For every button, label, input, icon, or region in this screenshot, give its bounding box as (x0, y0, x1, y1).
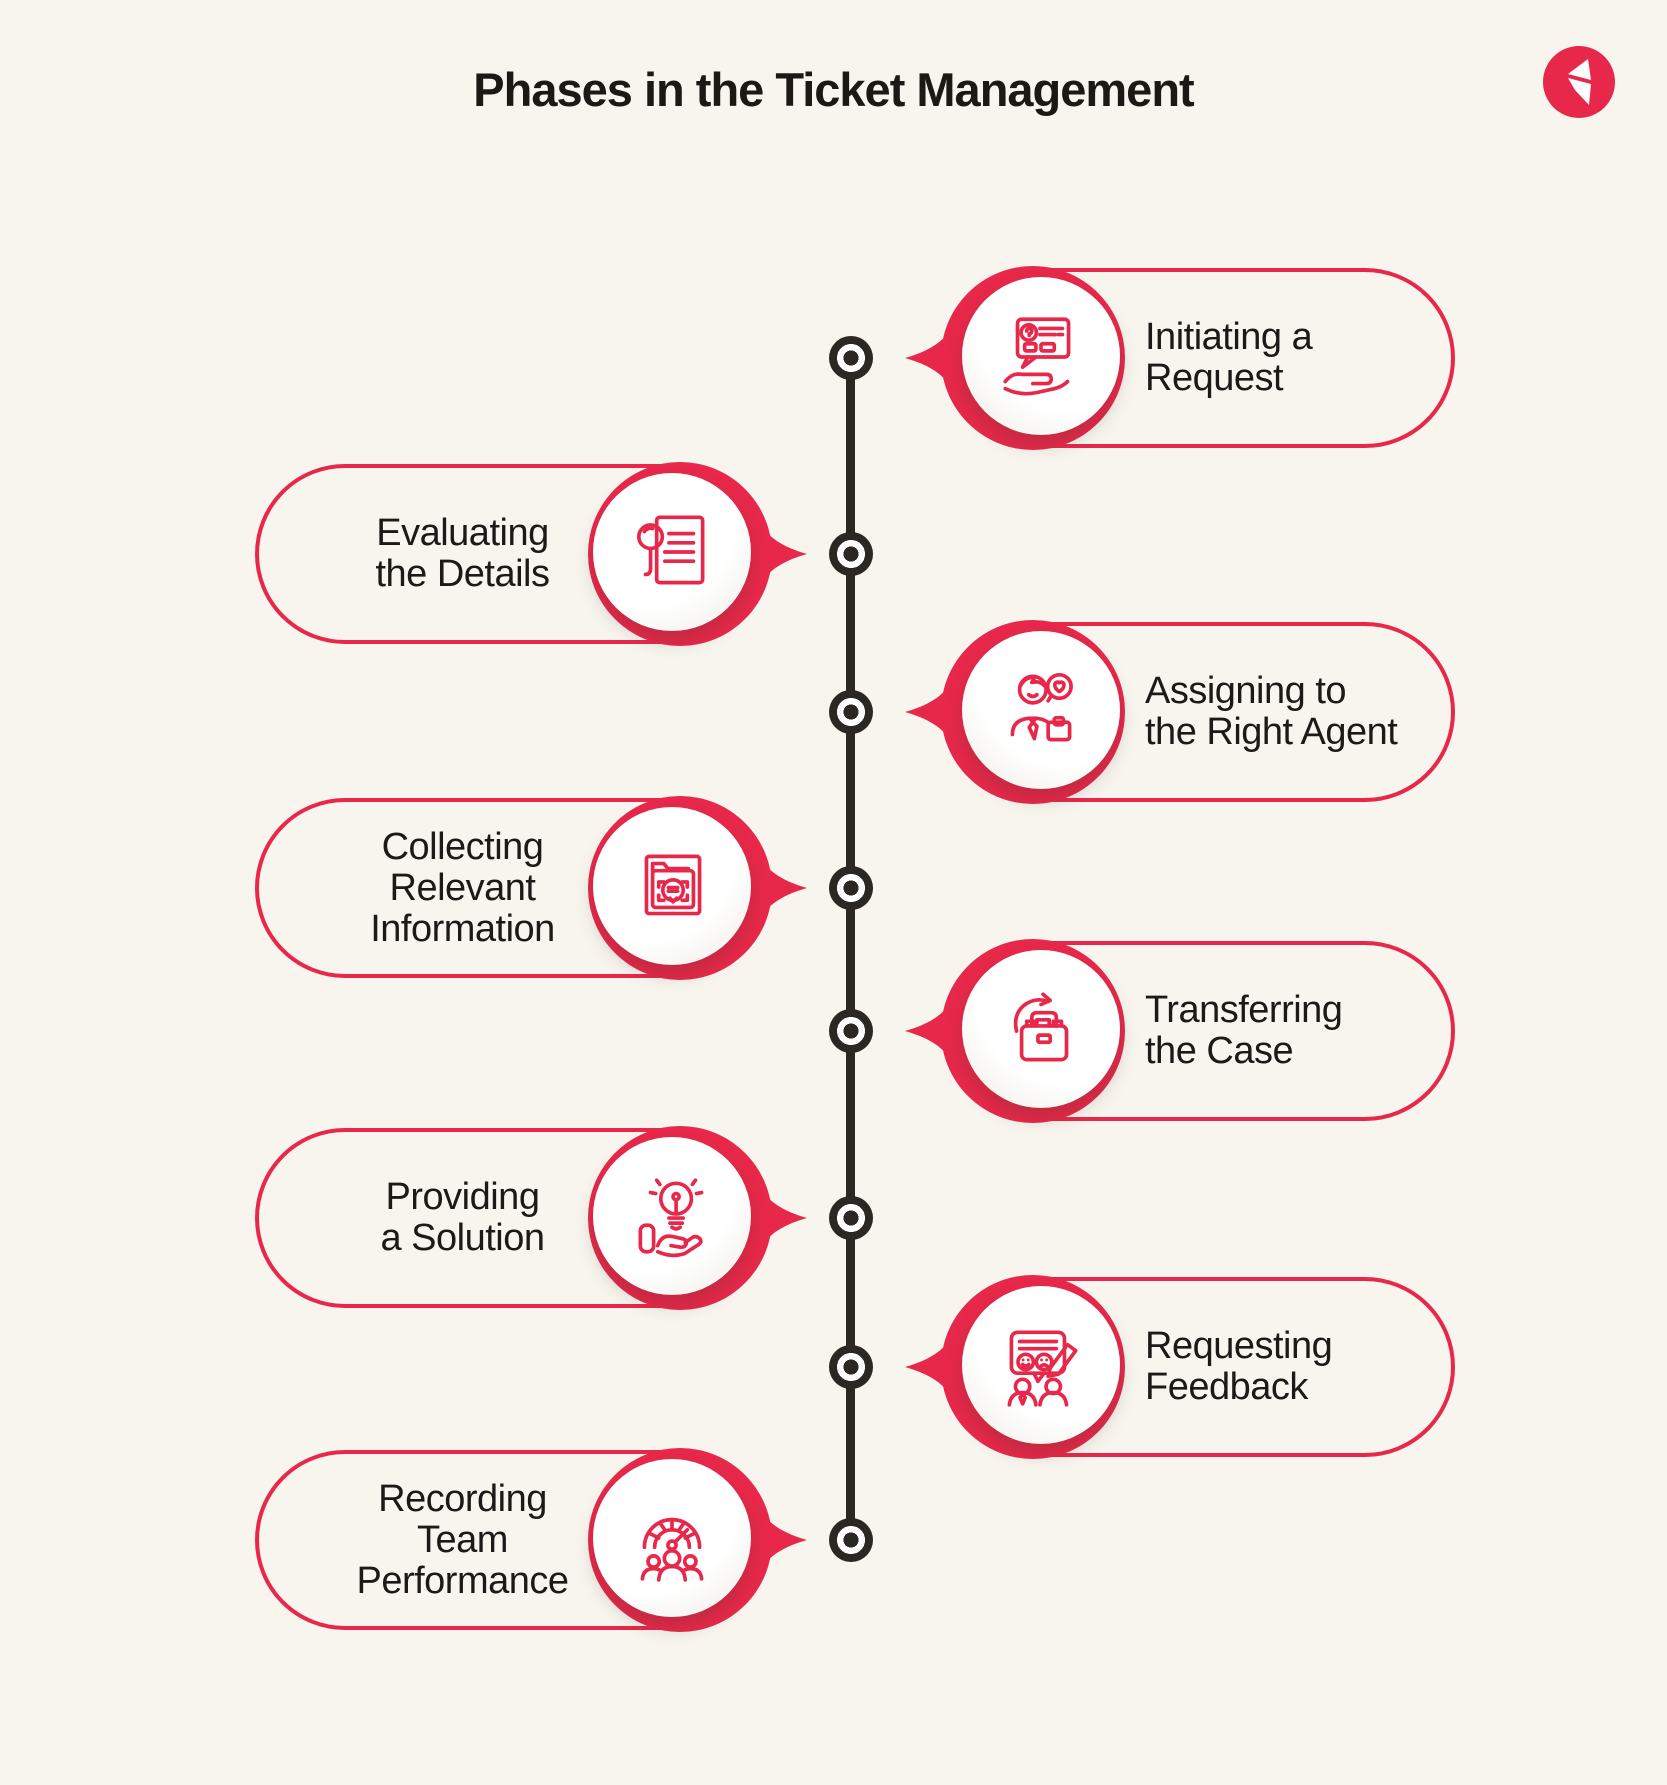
briefcase-transfer-icon (1013, 992, 1069, 1062)
timeline-line (846, 358, 855, 1540)
callout-arrow-left-icon (905, 985, 959, 1077)
timeline-dot-7 (829, 1345, 873, 1389)
callout-arrow-left-icon (905, 666, 959, 758)
badge-circle (962, 631, 1120, 789)
timeline-dot-6 (829, 1196, 873, 1240)
timeline-dot-5 (829, 1009, 873, 1053)
request-hand-icon (1003, 317, 1071, 396)
badge-circle (962, 1286, 1120, 1444)
step-callout-initiating-request: Initiating a Request (905, 266, 1455, 450)
step-label: Assigning to the Right Agent (1145, 670, 1398, 753)
callout-arrow-right-icon (753, 1172, 807, 1264)
callout-arrow-right-icon (753, 508, 807, 600)
timeline-dot-3 (829, 690, 873, 734)
document-magnifier-icon (636, 515, 705, 585)
callout-arrow-left-icon (905, 312, 959, 404)
step-label: Initiating a Request (1145, 316, 1313, 399)
step-label: Collecting Relevant Information (370, 825, 555, 950)
step-callout-evaluating-details: Evaluating the Details (255, 462, 807, 646)
step-label: Transferring the Case (1145, 989, 1343, 1072)
badge-circle (593, 473, 751, 631)
badge-circle (593, 807, 751, 965)
gauge-team-icon (640, 1517, 704, 1582)
badge-circle (593, 1459, 751, 1617)
badge-circle (962, 950, 1120, 1108)
step-label: Requesting Feedback (1145, 1325, 1333, 1408)
timeline-dot-4 (829, 866, 873, 910)
step-callout-collecting-information: Collecting Relevant Information (255, 796, 807, 980)
folder-info-icon (644, 854, 702, 916)
callout-arrow-right-icon (753, 1494, 807, 1586)
step-callout-providing-solution: Providing a Solution (255, 1126, 807, 1310)
step-callout-assigning-agent: Assigning to the Right Agent (905, 620, 1455, 804)
agent-heart-icon (1010, 672, 1073, 742)
badge-circle (593, 1137, 751, 1295)
feedback-pencil-icon (1007, 1330, 1078, 1407)
step-label: Evaluating the Details (375, 512, 550, 595)
step-label: Providing a Solution (380, 1176, 545, 1259)
step-callout-recording-performance: Recording Team Performance (255, 1448, 807, 1632)
bulb-hand-icon (638, 1178, 704, 1258)
timeline-dot-1 (829, 336, 873, 380)
timeline-dot-2 (829, 532, 873, 576)
step-callout-requesting-feedback: Requesting Feedback (905, 1275, 1455, 1459)
callout-arrow-left-icon (905, 1321, 959, 1413)
step-callout-transferring-case: Transferring the Case (905, 939, 1455, 1123)
callout-arrow-right-icon (753, 842, 807, 934)
badge-circle (962, 277, 1120, 435)
timeline-dot-8 (829, 1518, 873, 1562)
brand-logo-icon (1543, 46, 1615, 118)
page-title: Phases in the Ticket Management (473, 63, 1194, 116)
step-label: Recording Team Performance (356, 1477, 569, 1602)
